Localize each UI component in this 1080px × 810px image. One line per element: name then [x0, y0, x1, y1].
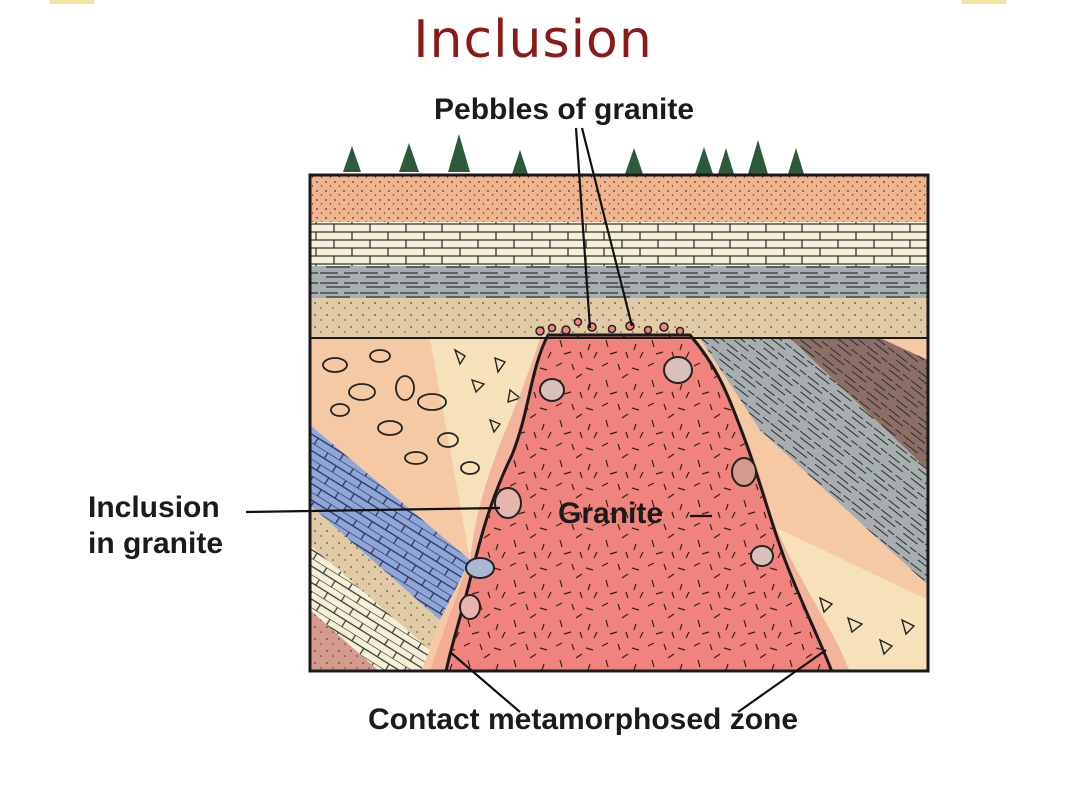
inclusion-pointer: [245, 506, 501, 514]
contact-pointer-left: [449, 651, 521, 713]
slide-title: Inclusion: [413, 10, 653, 70]
label-granite: Granite: [558, 497, 664, 530]
label-pebbles-of-granite: Pebbles of granite: [434, 93, 695, 126]
label-inclusion-in-granite: Inclusion in granite: [88, 490, 223, 562]
contact-pointer-right: [737, 649, 827, 713]
label-contact-metamorphosed-zone: Contact metamorphosed zone: [368, 703, 799, 736]
corner-decoration-right: [962, 0, 1006, 4]
pebbles-pointer-right: [580, 127, 634, 327]
corner-decoration-left: [50, 0, 94, 4]
pebbles-pointer-left: [574, 127, 592, 329]
label-inclusion-line2: in granite: [88, 527, 224, 560]
tree-icons: [343, 134, 804, 174]
label-inclusion-line1: Inclusion: [88, 491, 220, 524]
